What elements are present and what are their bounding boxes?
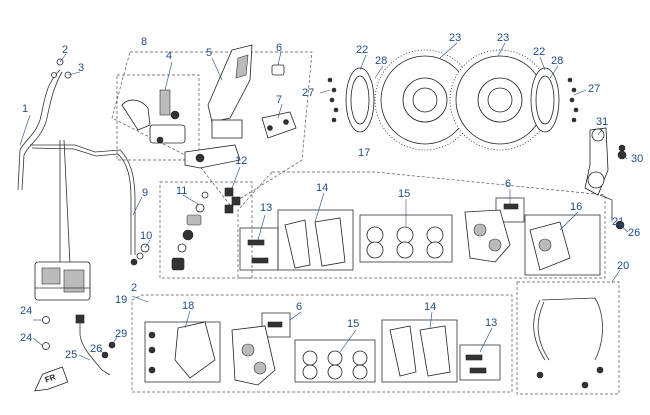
callout-6-master: 6 [276, 42, 283, 54]
brake-hose-upper [17, 69, 61, 191]
bracket-7 [261, 111, 297, 139]
piston-seals-15-upper [366, 226, 444, 259]
pads-box-lower [381, 319, 458, 383]
callout-15-upper: 15 [398, 188, 411, 200]
callout-1: 1 [22, 103, 29, 115]
cap-6-top [271, 64, 285, 76]
caliper-half-18 [148, 321, 216, 379]
callout-27-right: 27 [588, 83, 601, 95]
callout-18: 18 [182, 300, 195, 312]
callout-14-lower: 14 [424, 301, 437, 313]
washer-24-lower [42, 342, 50, 350]
disc-carrier-right-22 [530, 67, 560, 133]
callout-26-sensor: 26 [90, 343, 103, 355]
group-17-outline [237, 171, 606, 279]
abs-line-b [63, 139, 71, 266]
callout-12: 12 [235, 155, 248, 167]
brake-pads-14-lower [389, 325, 451, 377]
brake-pads-14-upper [284, 217, 346, 269]
callout-23-right: 23 [497, 32, 510, 44]
callout-3: 3 [78, 62, 85, 74]
brake-hose-lower [21, 71, 63, 191]
callout-8: 8 [141, 36, 148, 48]
sensor-connector [75, 314, 85, 324]
brake-line-mid [30, 144, 136, 255]
callout-2-lower: 2 [131, 282, 138, 294]
group-4-outline [116, 74, 200, 161]
pin-bolt-13-upper [247, 239, 269, 264]
callout-13-upper: 13 [260, 202, 273, 214]
callout-17: 17 [358, 147, 371, 159]
callout-2: 2 [62, 44, 69, 56]
callout-20: 20 [617, 260, 630, 272]
callout-25: 25 [65, 349, 78, 361]
callout-21: 21 [612, 216, 625, 228]
disc-bolts-left-27 [327, 77, 339, 123]
brake-disc-right-23 [449, 49, 551, 151]
callout-10: 10 [140, 230, 153, 242]
brake-disc-left-23 [374, 49, 476, 151]
callout-24-upper: 24 [20, 305, 33, 317]
sensor-21 [599, 194, 613, 220]
callout-15-lower: 15 [347, 318, 360, 330]
callout-23-left: 23 [449, 32, 462, 44]
reservoir-5 [184, 44, 253, 169]
hose-fitting-10 [130, 243, 150, 266]
brake-caliper-upper [464, 209, 511, 263]
callout-7: 7 [276, 94, 283, 106]
bleed-valve-6-lower [267, 321, 283, 328]
disc-bolts-right-27 [567, 77, 579, 123]
callout-9: 9 [142, 187, 149, 199]
callout-28-left: 28 [375, 55, 388, 67]
leader-lines [19, 42, 629, 361]
speed-sensor-cable-25 [79, 320, 111, 376]
callout-13-lower: 13 [485, 317, 498, 329]
master-cylinder-4 [121, 89, 186, 144]
caliper-box-upper [524, 214, 601, 276]
callout-24-lower: 24 [20, 332, 33, 344]
piston-kit-11 [171, 191, 209, 271]
caliper-half-16 [529, 221, 571, 271]
callout-22-left: 22 [356, 44, 369, 56]
bolts-12 [224, 187, 241, 214]
group-20-outline [516, 281, 620, 395]
callout-29: 29 [115, 328, 128, 340]
callout-11: 11 [176, 185, 188, 197]
callout-19: 19 [115, 294, 128, 306]
piston-seals-15-lower [302, 350, 368, 380]
brake-line-20 [533, 299, 546, 361]
brake-line-mid-2 [31, 147, 132, 255]
callout-6-lower: 6 [296, 301, 303, 313]
callout-16: 16 [570, 201, 583, 213]
sensor-bracket-31 [584, 127, 609, 196]
callout-22-right: 22 [533, 46, 546, 58]
caliper-box-lower [144, 321, 221, 383]
seals-box-lower [294, 339, 376, 383]
bleed-valve-6-upper [503, 203, 519, 210]
callout-31: 31 [596, 116, 609, 128]
callout-14-upper: 14 [316, 182, 329, 194]
bolt-box-lower [459, 344, 501, 381]
washer-24-upper [42, 316, 50, 324]
callout-27-left: 27 [302, 87, 315, 99]
callout-6-upper: 6 [505, 178, 512, 190]
abs-modulator-unit [34, 261, 91, 301]
callout-28-right: 28 [551, 55, 564, 67]
disc-carrier-left-22 [345, 67, 375, 133]
front-direction-arrow-icon [34, 366, 69, 392]
pin-bolt-13-lower [465, 354, 487, 374]
callout-4: 4 [166, 50, 173, 62]
brake-caliper-lower [231, 325, 276, 386]
callout-30: 30 [631, 153, 644, 165]
callout-26-right: 26 [628, 227, 641, 239]
callout-5: 5 [206, 47, 213, 59]
bolt-box-6-lower [261, 312, 291, 338]
bolt-box-upper [239, 227, 279, 271]
